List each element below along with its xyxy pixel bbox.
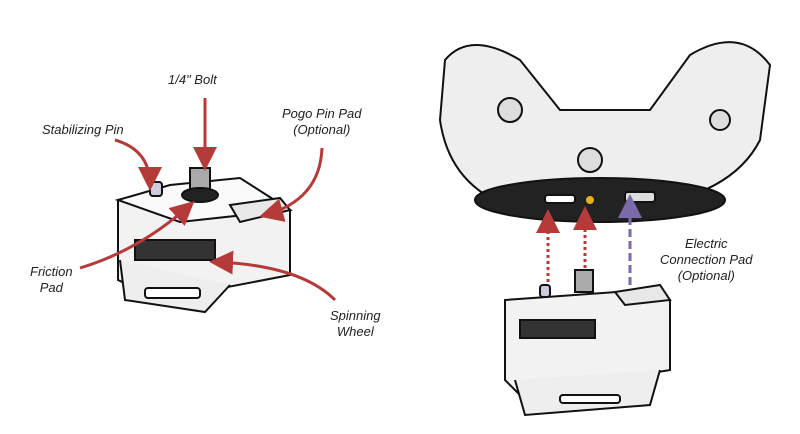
arrows-left: [79, 98, 337, 302]
label-line: (Optional): [293, 122, 351, 137]
label-stabilizing-pin: Stabilizing Pin: [42, 122, 124, 137]
label-pogo-pin-pad: Pogo Pin Pad (Optional): [282, 106, 362, 138]
label-line: Pogo Pin Pad: [282, 106, 362, 121]
label-line: Spinning: [330, 308, 381, 323]
label-line: Electric: [684, 236, 728, 251]
label-electric-connection-pad: Electric Connection Pad (Optional): [660, 236, 753, 284]
mount-device-right: [504, 269, 672, 417]
label-line: Friction: [30, 264, 73, 279]
label-spinning-wheel: Spinning Wheel: [330, 308, 381, 340]
label-friction-pad: Friction Pad: [30, 264, 73, 296]
label-line: Pad: [39, 280, 63, 295]
arrows-right: [536, 194, 642, 285]
label-line: Connection Pad: [660, 252, 753, 267]
friction-pad: [144, 287, 201, 299]
stabilizing-pin: [149, 181, 163, 197]
headset-device: [438, 41, 772, 223]
label-line: (Optional): [677, 268, 735, 283]
label-line: Wheel: [336, 324, 374, 339]
spinning-wheel: [134, 239, 216, 261]
label-bolt: 1/4" Bolt: [168, 72, 217, 87]
bolt: [189, 167, 211, 191]
